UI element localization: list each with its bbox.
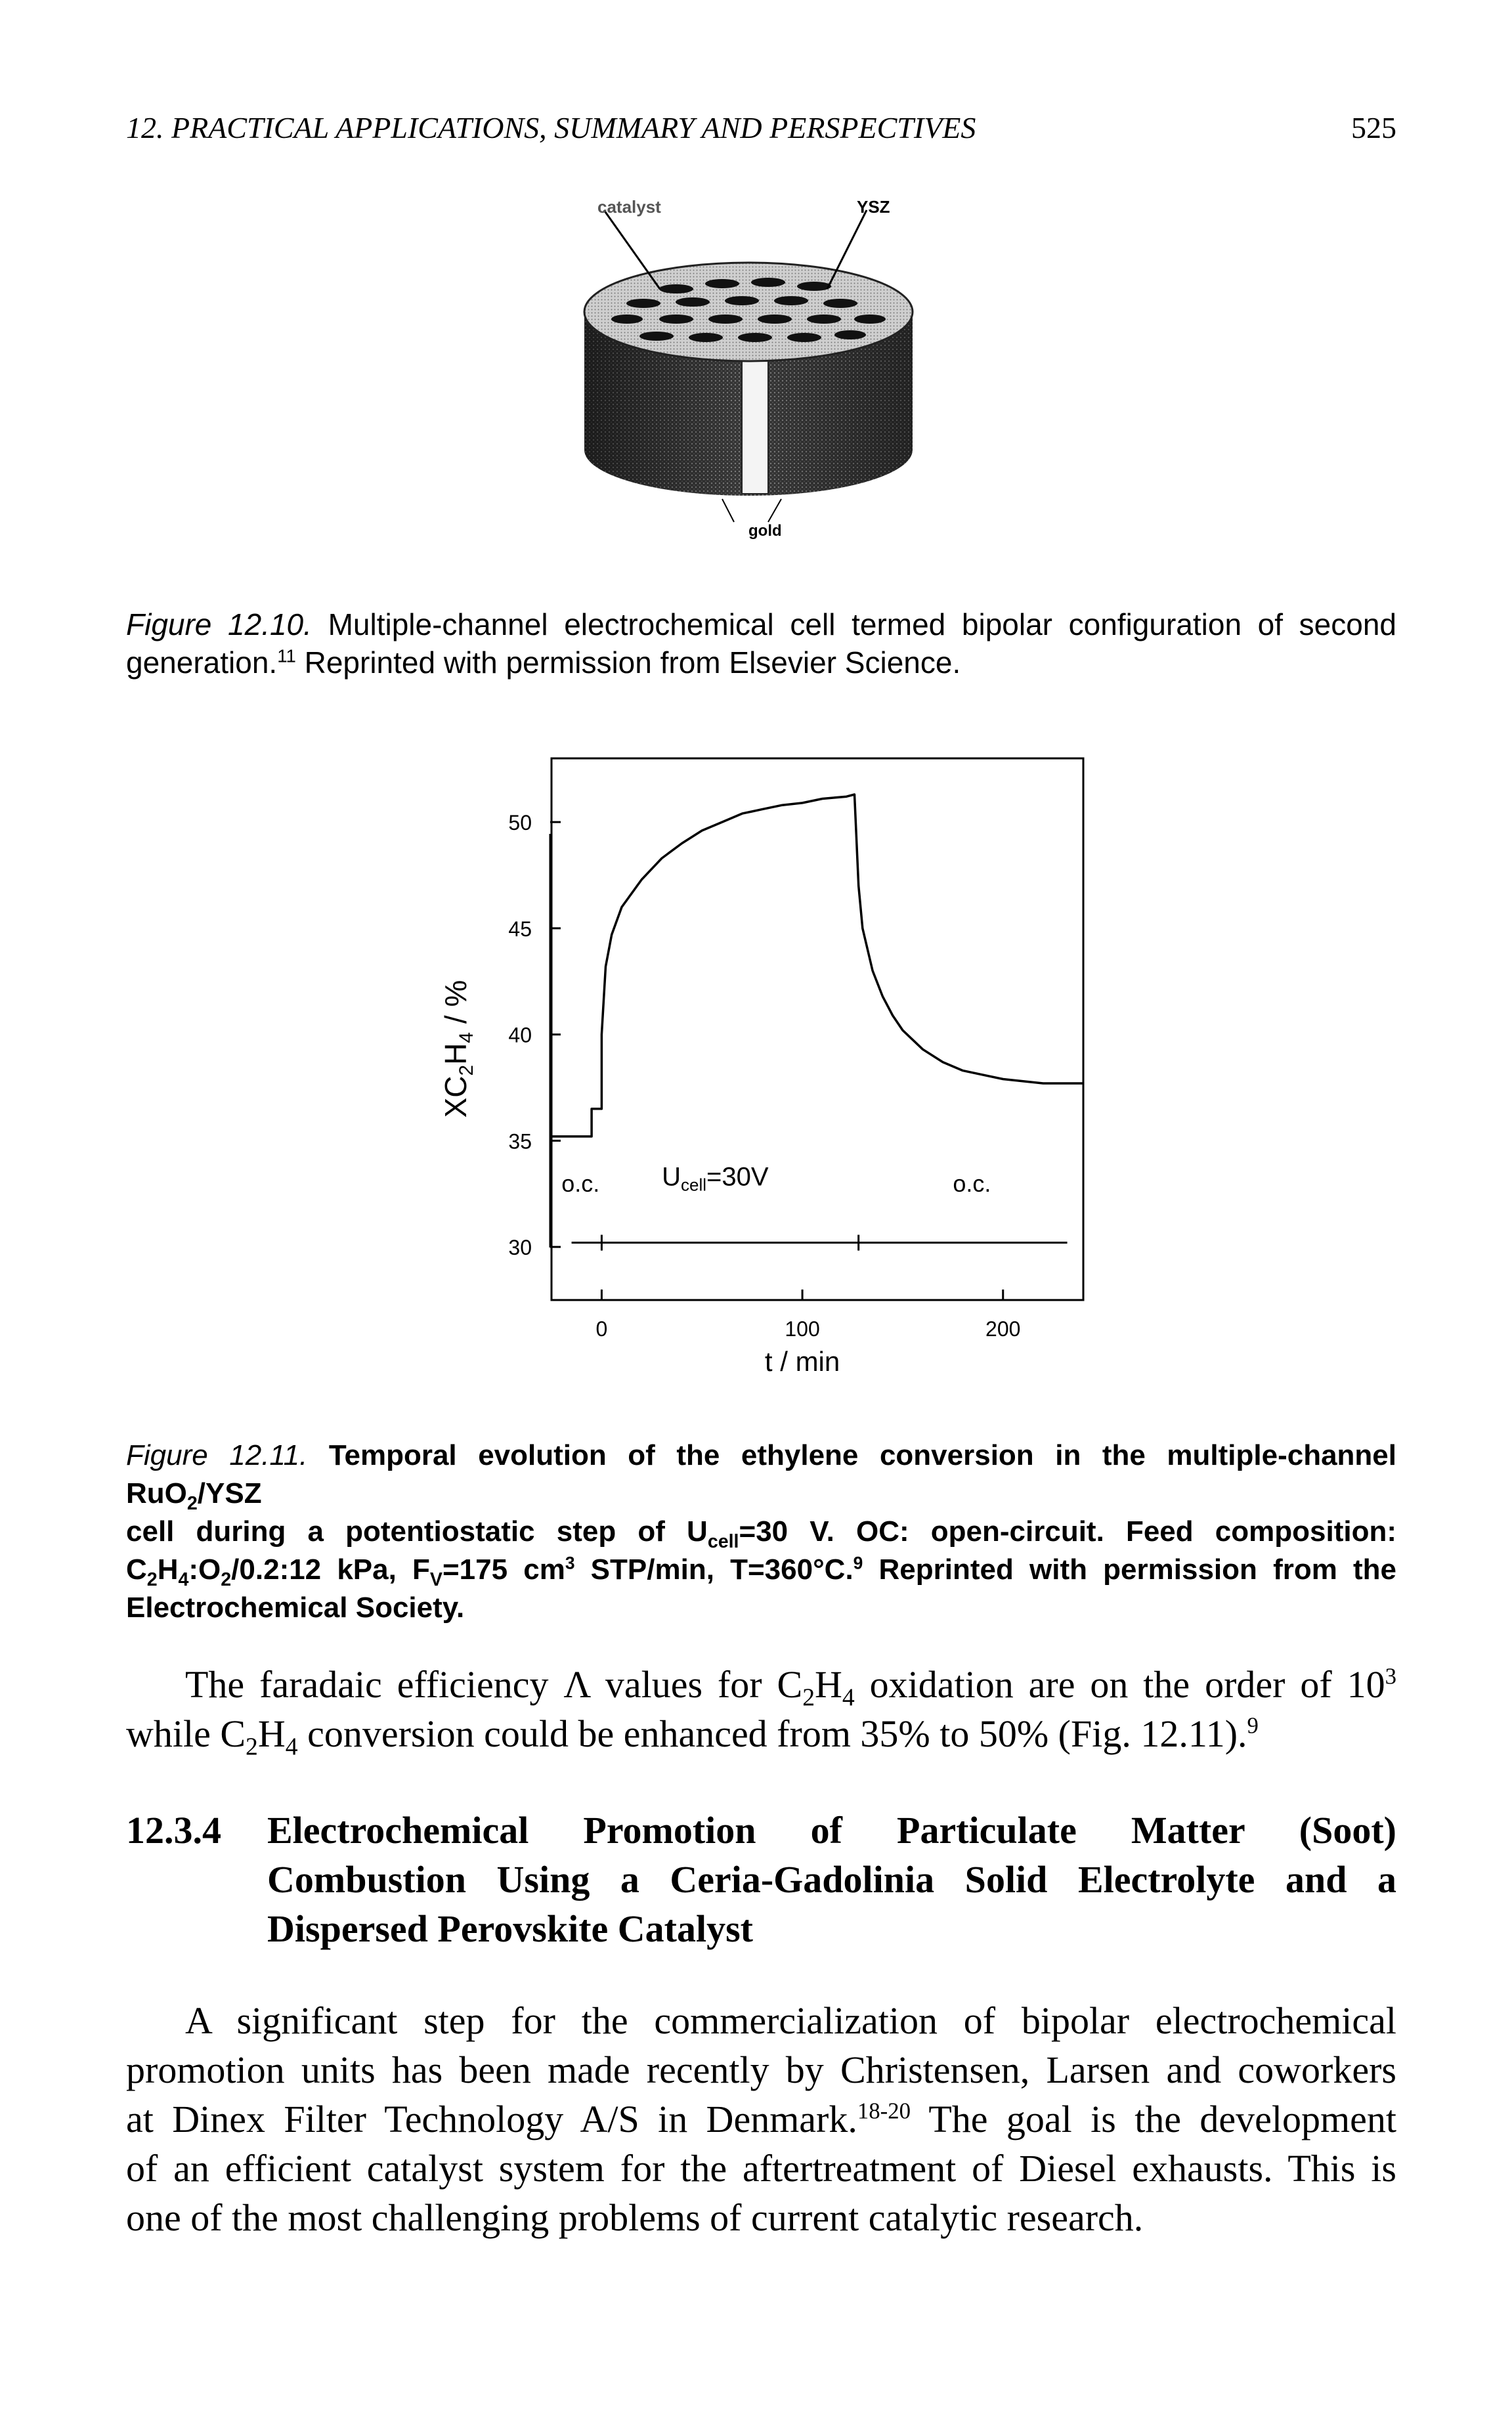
figure-12-11-caption: Figure 12.11. Temporal evolution of the … xyxy=(126,1439,1397,1624)
y-tick-label: 30 xyxy=(508,1236,532,1259)
x-tick-label: 100 xyxy=(785,1317,819,1341)
x-axis: 0 100 200 xyxy=(596,1290,1020,1341)
figure-label: Figure 12.10. xyxy=(126,607,312,641)
chapter-title: 12. PRACTICAL APPLICATIONS, SUMMARY AND … xyxy=(126,111,976,144)
y-tick-label: 40 xyxy=(508,1024,532,1047)
gold-label: gold xyxy=(748,522,782,540)
annotation-oc-left: o.c. xyxy=(561,1170,599,1197)
page-number: 525 xyxy=(1351,111,1396,144)
section-heading: 12.3.4 Electrochemical Promotion of Part… xyxy=(126,1806,1396,1953)
ysz-label: YSZ xyxy=(857,197,890,217)
y-tick-label: 45 xyxy=(508,917,532,941)
section-title-line-1: Electrochemical Promotion of Particulate… xyxy=(267,1809,1396,1852)
x-tick-label: 0 xyxy=(596,1317,608,1341)
series-group xyxy=(551,793,1083,1138)
running-header: 12. PRACTICAL APPLICATIONS, SUMMARY AND … xyxy=(126,110,1396,156)
figure-12-10-caption: Figure 12.10. Multiple-channel electroch… xyxy=(126,607,1397,680)
figure-label: Figure 12.11. xyxy=(126,1439,308,1471)
y-axis: 30 35 40 45 50 xyxy=(508,811,561,1259)
multichannel-cell-illustration xyxy=(583,209,914,523)
y-tick-label: 50 xyxy=(508,811,532,835)
y-axis-label: XC2H4 / % xyxy=(439,980,477,1118)
section-number: 12.3.4 xyxy=(126,1809,221,1852)
section-title-line-2: Combustion Using a Ceria-Gadolinia Solid… xyxy=(267,1858,1396,1901)
paragraph-commercialization: A significant step for the commercializa… xyxy=(126,1999,1396,2239)
ethylene-conversion-chart: 30 35 40 45 50 0 100 200 o.c. Ucell=30V o.c. t… xyxy=(439,757,1085,1377)
x-axis-label: t / min xyxy=(765,1346,840,1377)
section-title-line-3: Dispersed Perovskite Catalyst xyxy=(267,1907,753,1950)
paragraph-faradaic-efficiency: The faradaic efficiency Λ values for C2H… xyxy=(126,1663,1396,1761)
annotation-oc-right: o.c. xyxy=(953,1170,991,1197)
plot-frame xyxy=(550,757,1085,1301)
y-tick-label: 35 xyxy=(508,1129,532,1153)
annotation-ucell: Ucell=30V xyxy=(662,1162,769,1194)
conversion-curve xyxy=(551,793,1083,1138)
catalyst-label: catalyst xyxy=(597,197,661,217)
x-tick-label: 200 xyxy=(985,1317,1020,1341)
step-arrow xyxy=(571,1234,1068,1251)
